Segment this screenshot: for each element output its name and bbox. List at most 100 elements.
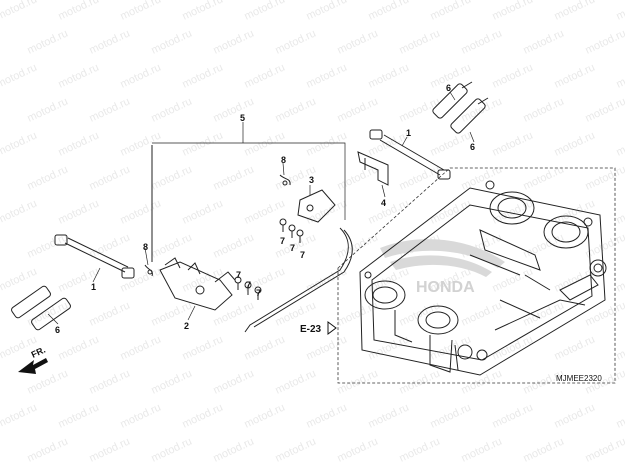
watermark-text: motod.ru (0, 197, 39, 226)
watermark-text: motod.ru (0, 265, 39, 294)
watermark-text: motod.ru (490, 333, 534, 362)
watermark-text: motod.ru (521, 231, 565, 260)
watermark-text: motod.ru (366, 333, 410, 362)
diagram-code: MJMEE2320 (556, 374, 602, 383)
callout-5: 5 (240, 113, 245, 123)
callout-2: 2 (184, 321, 189, 331)
watermark-text: motod.ru (211, 95, 255, 124)
watermark-text: motod.ru (428, 0, 472, 23)
watermark-text: motod.ru (87, 299, 131, 328)
watermark-text: motod.ru (211, 27, 255, 56)
callout-7-upper-a: 7 (280, 236, 285, 246)
watermark-text: motod.ru (304, 265, 348, 294)
leader-lines (47, 91, 475, 325)
watermark-text: motod.ru (242, 0, 286, 23)
watermark-text: motod.ru (25, 435, 69, 464)
callout-3: 3 (309, 175, 314, 185)
callout-6-top-b: 6 (470, 142, 475, 152)
watermark-text: motod.ru (521, 27, 565, 56)
watermark-text: motod.ru (459, 299, 503, 328)
watermark-text: motod.ru (149, 367, 193, 396)
watermark-text: motod.ru (56, 401, 100, 430)
watermark-text: motod.ru (304, 333, 348, 362)
watermark-text: motod.ru (149, 231, 193, 260)
callout-7-upper-c: 7 (300, 250, 305, 260)
watermark-text: motod.ru (211, 231, 255, 260)
watermark-text: motod.ru (552, 129, 596, 158)
watermark-text: motod.ru (459, 27, 503, 56)
watermark-text: motod.ru (242, 401, 286, 430)
watermark-text: motod.ru (149, 27, 193, 56)
watermark-text: motod.ru (552, 401, 596, 430)
watermark-text: motod.ru (273, 95, 317, 124)
watermark-text: motod.ru (118, 265, 162, 294)
watermark-text: motod.ru (0, 401, 39, 430)
watermark-text: motod.ru (56, 129, 100, 158)
front-direction-arrow-icon (18, 358, 48, 374)
watermark-text: motod.ru (242, 333, 286, 362)
watermark-text: motod.ru (180, 401, 224, 430)
watermark-text: motod.ru (490, 129, 534, 158)
watermark-text: motod.ru (459, 435, 503, 464)
watermark-text: motod.ru (87, 95, 131, 124)
callout-6-top-a: 6 (446, 83, 451, 93)
watermark-text: motod.ru (25, 231, 69, 260)
watermark-text: motod.ru (118, 129, 162, 158)
watermark-text: motod.ru (366, 0, 410, 23)
watermark-text: motod.ru (335, 231, 379, 260)
watermark-text: motod.ru (397, 95, 441, 124)
reference-arrow-icon (327, 321, 337, 335)
watermark-text: motod.ru (56, 197, 100, 226)
watermark-text: motod.ru (180, 129, 224, 158)
watermark-text: motod.ru (304, 129, 348, 158)
watermark-text: motod.ru (149, 95, 193, 124)
watermark-text: motod.ru (490, 265, 534, 294)
callout-8-upper: 8 (281, 155, 286, 165)
watermark-text: motod.ru (180, 61, 224, 90)
watermark-text: motod.ru (397, 367, 441, 396)
assembly-dashed-frame (337, 167, 616, 384)
watermark-text: motod.ru (87, 367, 131, 396)
injector-pair-left (11, 285, 71, 331)
watermark-text: motod.ru (366, 61, 410, 90)
watermark-text: motod.ru (211, 367, 255, 396)
watermark-text: motod.ru (552, 61, 596, 90)
watermark-text: motod.ru (25, 95, 69, 124)
watermark-text: motod.ru (273, 367, 317, 396)
clips-part-8 (144, 174, 291, 277)
watermark-text: motod.ru (521, 163, 565, 192)
watermark-text: motod.ru (87, 163, 131, 192)
watermark-text: motod.ru (211, 435, 255, 464)
throttle-body-assembly (359, 180, 607, 376)
injector-pair-top (432, 81, 489, 134)
watermark-text: motod.ru (304, 401, 348, 430)
watermark-text: motod.ru (273, 435, 317, 464)
watermark-text: motod.ru (25, 163, 69, 192)
fuel-rail-upper (369, 129, 451, 180)
watermark-text: motod.ru (87, 231, 131, 260)
callout-7-lower-c: 7 (256, 288, 261, 298)
callout-7-lower-a: 7 (236, 270, 241, 280)
watermark-text: motod.ru (583, 299, 625, 328)
honda-wing-logo (380, 239, 505, 277)
watermark-text: motod.ru (304, 197, 348, 226)
watermark-text: motod.ru (428, 197, 472, 226)
watermark-text: motod.ru (552, 333, 596, 362)
watermark-text: motod.ru (490, 197, 534, 226)
callout-1-lower: 1 (91, 282, 96, 292)
watermark-text: motod.ru (149, 163, 193, 192)
watermark-text: motod.ru (583, 435, 625, 464)
watermark-text: motod.ru (490, 0, 534, 23)
callout-1-upper: 1 (406, 128, 411, 138)
watermark-text: motod.ru (56, 333, 100, 362)
hose-part-5 (151, 145, 353, 333)
callout-6-left: 6 (55, 325, 60, 335)
watermark-text: motod.ru (25, 27, 69, 56)
watermark-text: motod.ru (118, 401, 162, 430)
watermark-text: motod.ru (56, 61, 100, 90)
watermark-text: motod.ru (397, 435, 441, 464)
watermark-text: motod.ru (0, 0, 39, 23)
